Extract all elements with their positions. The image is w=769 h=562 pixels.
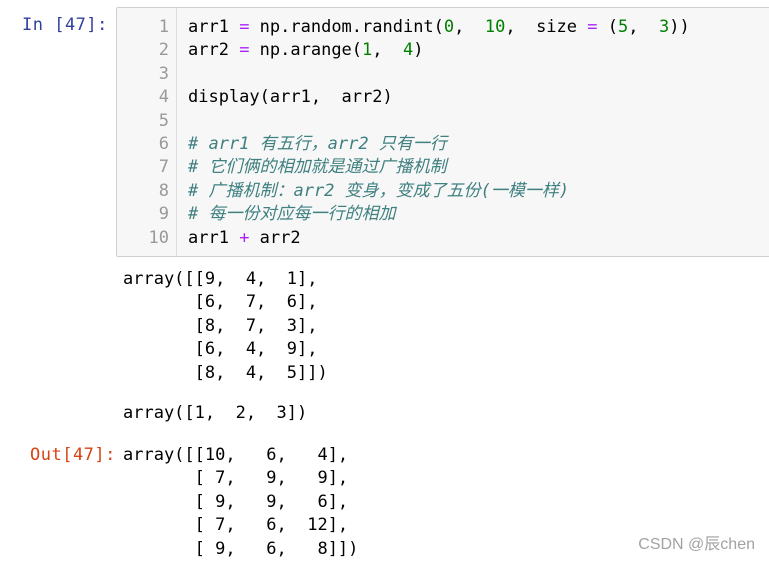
code-text: arr1 + arr2 [188,226,301,250]
code-line: 2 arr2 = np.arange(1, 4) [117,38,769,62]
code-line: 9 # 每一份对应每一行的相加 [117,202,769,226]
code-token: 4 [403,40,414,61]
code-text: arr1 = np.random.randint(0, 10, size = (… [188,15,690,39]
line-number: 5 [158,110,169,131]
line-number: 10 [148,227,169,248]
line-number: 1 [158,17,169,37]
code-token: 10 [484,17,506,37]
code-token: 1 [362,40,373,61]
code-token: = [587,17,598,37]
code-token: 0 [443,17,455,37]
code-token: arr2 [249,227,301,248]
line-number: 3 [158,63,169,84]
line-number: 7 [158,157,169,178]
line-number: 2 [158,40,169,61]
code-token: = [239,40,250,61]
code-line: 10 arr1 + arr2 [117,226,769,250]
code-token: display(arr1, arr2) [188,87,393,108]
code-line: 1 arr1 = np.random.randint(0, 10, size = … [117,15,769,39]
display-output-arr1: array([[9, 4, 1], [6, 7, 6], [8, 7, 3], … [123,269,328,383]
code-token: arr1 [188,17,240,37]
code-token: , [372,40,403,61]
code-line: 8 # 广播机制：arr2 变身，变成了五份(一模一样) [117,179,769,203]
line-number: 9 [158,204,169,225]
code-token: )) [669,17,690,37]
input-prompt: In [47]: [22,15,108,35]
code-token: + [239,227,250,248]
code-token: , [454,17,485,37]
code-line: 6 # arr1 有五行，arr2 只有一行 [117,132,769,156]
code-text: arr2 = np.arange(1, 4) [188,38,424,62]
code-text: display(arr1, arr2) [188,85,393,109]
code-token: = [239,17,250,37]
output-prompt: Out[47]: [30,445,116,465]
result-output: array([[10, 6, 4], [ 7, 9, 9], [ 9, 9, 6… [123,445,359,559]
display-output-arr2: array([1, 2, 3]) [123,403,308,423]
code-token: ( [597,17,618,37]
code-token: # 广播机制：arr2 变身，变成了五份(一模一样) [188,180,570,201]
code-line: 4 display(arr1, arr2) [117,85,769,109]
line-number: 6 [158,134,169,154]
code-line: 5 [117,109,769,133]
code-token: np.arange( [249,40,363,61]
code-line: 7 # 它们俩的相加就是通过广播机制 [117,155,769,179]
code-token: # 每一份对应每一行的相加 [188,204,396,225]
code-token: , [628,17,659,37]
line-number-gutter [117,8,177,256]
code-token: arr1 [188,227,240,248]
code-token: # arr1 有五行，arr2 只有一行 [188,134,447,154]
code-token: 5 [617,17,629,37]
code-text: # arr1 有五行，arr2 只有一行 [188,132,447,156]
code-text: # 它们俩的相加就是通过广播机制 [188,155,446,179]
code-token: arr2 [188,40,240,61]
code-token: 3 [658,17,670,37]
line-number: 4 [158,87,169,108]
code-line: 3 [117,62,769,86]
code-token: # 它们俩的相加就是通过广播机制 [188,157,447,178]
code-text: # 广播机制：arr2 变身，变成了五份(一模一样) [188,179,569,203]
line-number: 8 [158,180,169,201]
code-text: # 每一份对应每一行的相加 [188,202,395,226]
watermark: CSDN @辰chen [638,536,755,553]
code-token: ) [413,40,424,61]
code-token: np.random.randint( [249,17,444,37]
code-token: , size [505,17,588,37]
